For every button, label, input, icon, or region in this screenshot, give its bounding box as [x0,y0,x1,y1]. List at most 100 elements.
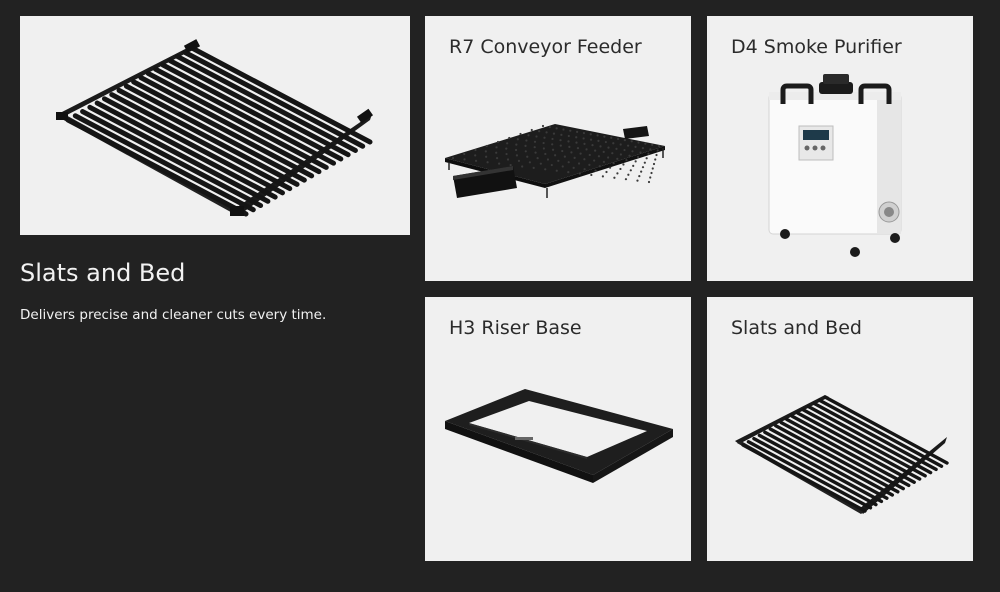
perforation-dot [562,128,565,131]
card-title: H3 Riser Base [449,317,582,339]
perforation-dot [616,157,619,160]
perforation-dot [607,156,610,159]
perforation-dot [651,167,654,170]
perforation-dot [544,152,547,156]
perforation-dot [532,166,535,169]
perforation-dot [602,150,605,154]
perforation-dot [506,158,510,161]
perforation-dot [485,155,488,158]
perforation-dot [627,173,630,176]
slat [101,96,285,196]
slat [801,408,927,478]
perforation-dot [533,146,536,149]
perforation-dot [623,139,626,142]
perforation-dot [551,148,555,151]
perforation-dot [647,152,650,155]
slat [145,70,329,170]
perforation-dot [624,178,628,181]
product-card-h3-riser-base[interactable]: H3 Riser Base [425,297,691,561]
perforation-dot [559,139,562,142]
perforation-dot [509,163,512,167]
perforation-dot [451,156,455,160]
perforation-dot [625,159,628,162]
perforation-dot [505,147,508,150]
perforation-dot [599,145,602,148]
perforation-dot [629,169,632,172]
perforation-dot [630,140,633,143]
perforation-dot [567,140,570,143]
perforation-dot [612,162,615,165]
perforation-dot [589,138,593,141]
perforation-dot [650,171,653,175]
perforation-dot [533,140,537,143]
perforation-dot [627,144,630,147]
slat [65,117,249,217]
perforation-dot [590,173,593,177]
perforation-dot [602,160,606,163]
slat [167,58,351,158]
perforation-dot [515,143,518,146]
perforation-dot [601,175,604,178]
slat [189,45,373,145]
perforation-dot [616,137,620,141]
perforation-dot [505,152,508,156]
perforation-dot [640,170,643,173]
perforation-dot [615,147,618,150]
perforation-dot [603,135,606,138]
perforation-dot [546,158,550,161]
slat [774,424,900,494]
perforation-dot [583,158,586,161]
product-card-r7-conveyor-feeder[interactable]: R7 Conveyor Feeder [425,16,691,281]
perforation-dot [651,143,654,146]
perforation-dot [575,141,578,144]
perforation-dot [521,165,524,168]
perforation-dot [649,148,652,151]
perforation-dot [525,139,528,142]
perforation-dot [645,157,648,160]
slat [817,398,944,468]
perforation-dot [551,137,554,141]
perforation-dot [610,136,613,139]
perforation-dot [588,153,591,157]
perforation-dot [589,133,592,136]
featured-slats-bed-image[interactable] [20,16,410,235]
perforation-dot [567,134,570,138]
riser-base-illustration [445,389,673,483]
perforation-dot [628,154,631,157]
perforation-dot [597,139,600,142]
perforation-dot [542,147,545,150]
perforation-dot [567,171,570,174]
perforation-dot [591,144,594,147]
perforation-dot [619,167,622,171]
slat [795,411,922,481]
perforation-dot [583,142,586,145]
slat [741,443,867,513]
slat [823,395,949,465]
product-card-d4-smoke-purifier[interactable]: D4 Smoke Purifier [707,16,973,281]
perforation-dot [559,144,562,147]
perforation-dot [535,135,538,138]
perforation-dot [530,128,533,132]
perforation-dot [555,169,558,172]
perforation-dot [474,154,477,157]
perforation-dot [557,159,560,162]
perforation-dot [647,180,651,184]
perforation-dot [573,156,576,160]
perforation-dot [623,148,626,152]
perforation-dot [575,136,578,139]
perforation-dot [636,179,639,182]
perforation-dot [597,155,601,158]
conveyor-feeder-illustration [445,124,665,198]
perforation-dot [607,146,610,149]
slat [109,92,293,192]
perforation-dot [612,142,615,145]
perforation-dot [619,143,622,146]
perforation-dot [637,141,640,144]
slat [790,414,916,484]
slat [174,53,358,153]
perforation-dot [578,172,581,175]
slat [779,420,905,491]
product-card-slats-and-bed[interactable]: Slats and Bed [707,297,973,561]
perforation-dot [527,134,530,137]
smoke-purifier-illustration [768,74,902,257]
